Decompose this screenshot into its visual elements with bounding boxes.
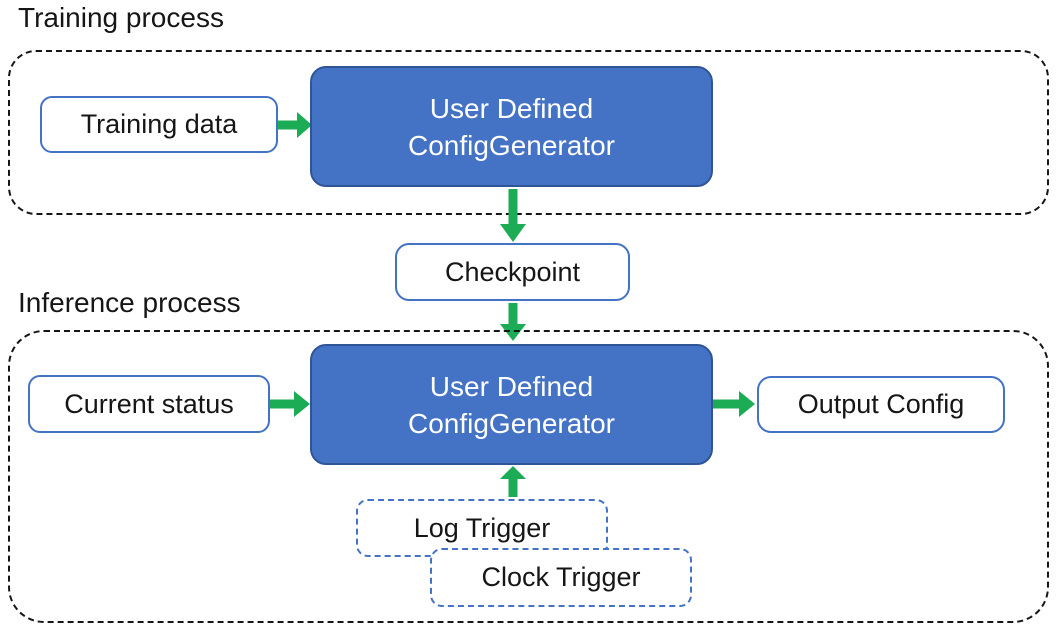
clock-trigger-box: Clock Trigger (430, 548, 692, 607)
training-generator-label-line1: User Defined (429, 92, 594, 124)
arrow-triggers-to-generator-icon (500, 466, 526, 497)
training-process-title: Training process (18, 2, 224, 33)
inference-generator-label-line1: User Defined (429, 370, 594, 402)
inference-process-title: Inference process (18, 287, 241, 318)
inference-generator-label-line2: ConfigGenerator (407, 407, 615, 439)
arrow-generator-to-checkpoint-icon (500, 189, 526, 242)
training-data-box: Training data (40, 96, 278, 153)
arrow-current-status-to-generator-icon (270, 391, 310, 417)
output-config-label: Output Config (797, 389, 965, 419)
inference-config-generator-box: User Defined ConfigGenerator (310, 344, 713, 465)
checkpoint-label: Checkpoint (444, 256, 581, 287)
training-process-container (8, 50, 1049, 215)
log-trigger-label: Log Trigger (413, 512, 551, 543)
training-config-generator-box: User Defined ConfigGenerator (310, 66, 713, 187)
training-data-label: Training data (80, 109, 238, 139)
arrow-training-data-to-generator-icon (278, 112, 312, 138)
log-trigger-box: Log Trigger (356, 499, 608, 557)
current-status-box: Current status (28, 375, 270, 433)
inference-process-container (8, 330, 1049, 623)
current-status-label: Current status (64, 388, 234, 419)
arrow-generator-to-output-config-icon (713, 391, 755, 417)
checkpoint-box: Checkpoint (395, 243, 630, 301)
clock-trigger-label: Clock Trigger (481, 562, 641, 592)
training-generator-label-line2: ConfigGenerator (407, 129, 615, 161)
output-config-box: Output Config (757, 376, 1005, 433)
